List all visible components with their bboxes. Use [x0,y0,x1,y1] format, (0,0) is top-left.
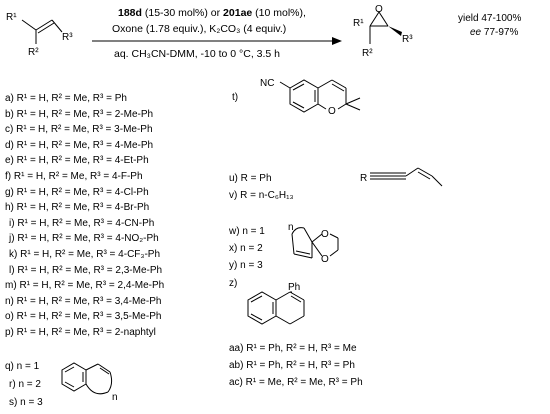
product-r3-label: R³ [402,34,413,45]
indene-entry-q: q) n = 1 [5,361,40,372]
ketal-o1-label: O [321,229,329,240]
indene-entry-s: s) n = 3 [9,397,43,408]
substrate-entry: k) R¹ = H, R² = Me, R³ = 4-CF₃-Ph [9,249,161,260]
dihydronaphthalene-structure: Ph [247,282,305,325]
reaction-arrow [92,37,342,45]
chromene-o-label: O [328,106,336,117]
conditions-text: (10 mol%), [252,7,306,19]
ketal-entry-x: x) n = 2 [229,243,263,254]
product-r2-label: R² [362,48,373,59]
indene-n-label: n [112,392,118,403]
substrate-entry: c) R¹ = H, R² = Me, R³ = 3-Me-Ph [5,124,153,136]
chromene-entry-t: t) [232,92,239,103]
substrate-entry: f) R¹ = H, R² = Me, R³ = 4-F-Ph [5,171,143,182]
product-r1-label: R¹ [353,18,364,29]
substrate-entry: d) R¹ = H, R² = Me, R³ = 4-Me-Ph [5,139,154,151]
substrate-r1-label: R¹ [6,12,17,23]
conditions-line-2: Oxone (1.78 equiv.), K₂CO₃ (4 equiv.) [112,23,287,35]
substrate-entry: l) R¹ = H, R² = Me, R³ = 2,3-Me-Ph [9,264,163,276]
conditions-line-3: aq. CH₃CN-DMM, -10 to 0 °C, 3.5 h [114,48,281,60]
spiroketal-structure: n O O [288,222,339,265]
catalyst-code: 201ae [223,7,253,19]
ketal-entry-w: w) n = 1 [229,226,265,237]
right-entry-ab: ab) R¹ = Ph, R² = H, R³ = Ph [229,360,355,371]
ketal-entry-y: y) n = 3 [229,260,263,271]
substrate-entry: e) R¹ = H, R² = Me, R³ = 4-Et-Ph [5,155,149,167]
substrate-r3-label: R³ [62,32,73,43]
yield-label: yield 47-100% [458,13,522,24]
enyne-structure: R [360,167,443,187]
indene-structure: n [61,362,118,403]
substrate-entry: p) R¹ = H, R² = Me, R³ = 2-naphtyl [5,327,156,338]
chromene-nc-label: NC [260,78,274,89]
enyne-r-label: R [360,173,367,184]
dihydronaph-ph-label: Ph [288,282,300,293]
right-entry-ac: ac) R¹ = Me, R² = Me, R³ = Ph [229,377,363,388]
substrate-entry: j) R¹ = H, R² = Me, R³ = 4-NO₂-Ph [9,233,159,245]
ee-label: ee 77-97% [470,27,519,38]
enyne-entry-v: v) R = n-C₆H₁₃ [229,190,294,201]
conditions-line-1: 188d (15-30 mol%) or 201ae (10 mol%), [118,7,306,19]
conditions-text: (15-30 mol%) or [141,7,224,19]
substrate-entry: a) R¹ = H, R² = Me, R³ = Ph [5,93,127,104]
ketal-o2-label: O [321,254,329,265]
substrate-r2-label: R² [28,47,39,58]
substrate-entry: b) R¹ = H, R² = Me, R³ = 2-Me-Ph [5,108,154,120]
substrate-entry: o) R¹ = H, R² = Me, R³ = 3,5-Me-Ph [5,311,162,323]
epoxide-product-structure: O R¹ R³ R² [353,4,413,59]
catalyst-code: 188d [118,7,142,19]
indene-entry-r: r) n = 2 [9,379,41,390]
substrate-entry: m) R¹ = H, R² = Me, R³ = 2,4-Me-Ph [5,280,165,292]
enyne-entry-u: u) R = Ph [229,173,272,184]
ketal-n-label: n [288,222,294,233]
substrate-entry: g) R¹ = H, R² = Me, R³ = 4-Cl-Ph [5,186,149,198]
dihydronaph-entry-z: z) [229,278,238,289]
substrate-alkene-structure: R¹ R³ R² [6,12,73,58]
substrate-entry: n) R¹ = H, R² = Me, R³ = 3,4-Me-Ph [5,295,162,307]
chromene-structure: NC O [260,78,361,117]
product-o-label: O [375,4,383,15]
right-entry-aa: aa) R¹ = Ph, R² = H, R³ = Me [229,343,357,354]
substrate-entry: i) R¹ = H, R² = Me, R³ = 4-CN-Ph [9,217,155,229]
substrate-entry: h) R¹ = H, R² = Me, R³ = 4-Br-Ph [5,202,150,214]
